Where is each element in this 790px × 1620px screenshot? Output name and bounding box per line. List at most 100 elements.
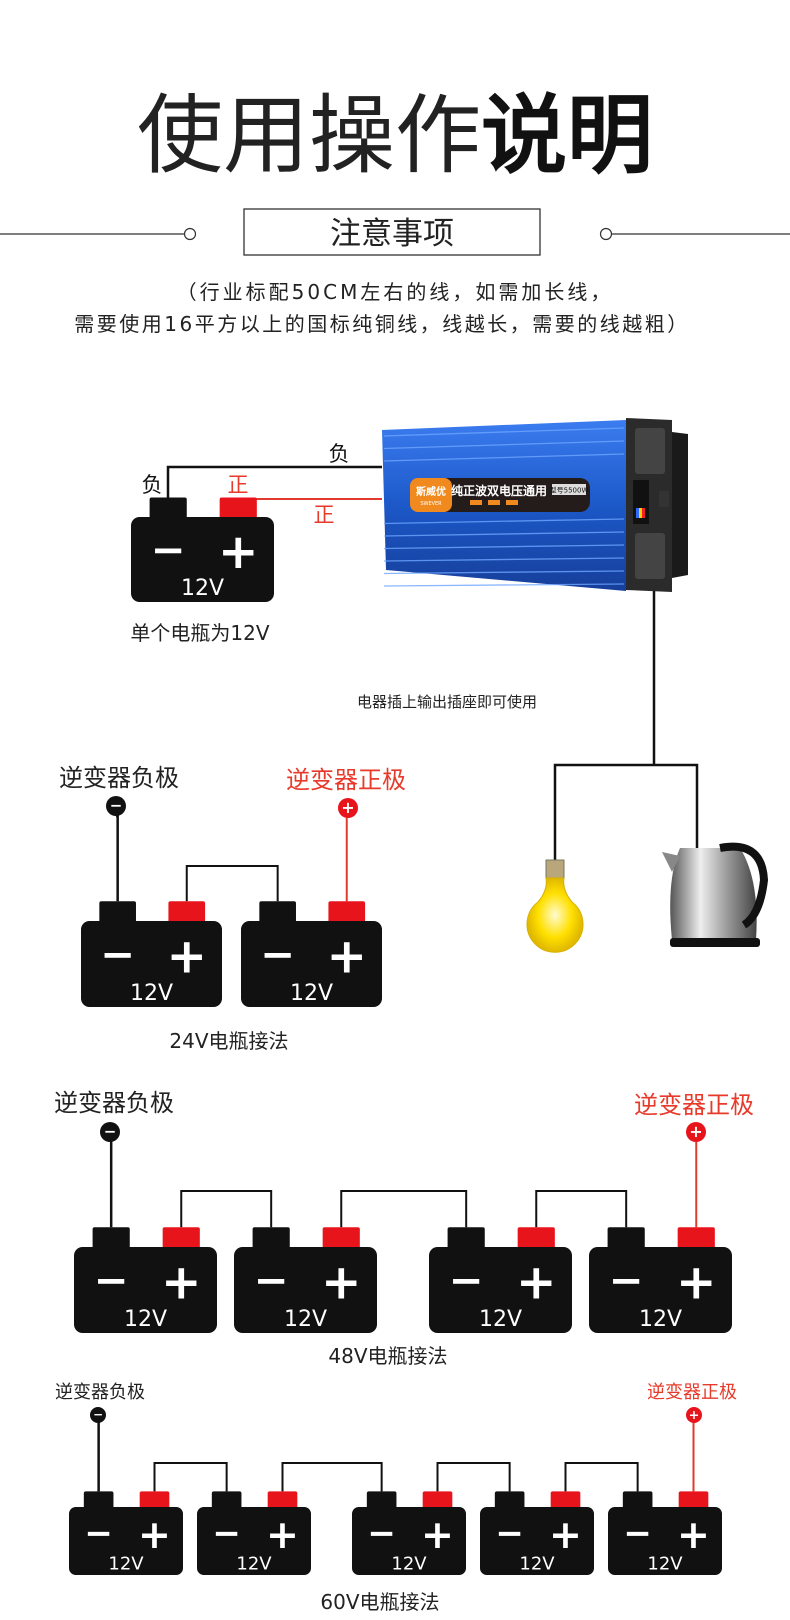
positive-terminal: [677, 1227, 715, 1250]
inverter-label-panel: [410, 478, 590, 512]
single-battery-wiring: 负 正 负 正 −+12V 单个电瓶为12V: [130, 442, 382, 645]
series-caption: 48V电瓶接法: [328, 1344, 447, 1368]
negative-terminal: [92, 1227, 130, 1250]
negative-terminal: [607, 1227, 645, 1250]
minus-sign: −: [151, 525, 186, 574]
positive-connector-icon: [686, 1122, 706, 1142]
inverter: 斯威优 SWEVER 纯正波双电压通用 型号5500W: [382, 418, 688, 592]
positive-wire-label: 正: [314, 503, 335, 527]
plus-sign: +: [161, 1255, 202, 1311]
wires: [109, 1140, 698, 1228]
battery: −+12V: [589, 1227, 732, 1333]
positive-connector-icon: [686, 1407, 702, 1423]
output-note: 电器插上输出插座即可使用: [357, 693, 537, 711]
section-divider: 注意事项: [0, 208, 790, 256]
positive-terminal: [517, 1227, 555, 1250]
power-switch: [659, 491, 669, 507]
battery-body: [234, 1247, 377, 1333]
negative-symbol: −: [110, 797, 123, 815]
minus-sign: −: [449, 1255, 484, 1304]
plus-sign: +: [218, 524, 259, 580]
wires: [116, 814, 348, 902]
negative-terminal: [149, 497, 187, 520]
battery: −+12V: [429, 1227, 572, 1333]
positive-terminal: [678, 1491, 709, 1510]
negative-lead: [109, 1140, 113, 1228]
battery-voltage: 12V: [639, 1307, 682, 1332]
series-caption: 24V电瓶接法: [169, 1029, 288, 1053]
negative-wire-label: 负: [329, 442, 350, 466]
minus-sign: −: [94, 1255, 129, 1304]
battery-voltage: 12V: [391, 1554, 427, 1575]
battery: −+12V: [352, 1491, 466, 1575]
negative-connector-icon: [100, 1122, 120, 1142]
negative-symbol: −: [104, 1123, 117, 1141]
inverter-positive-label: 逆变器正极: [634, 1091, 754, 1119]
battery-voltage: 12V: [519, 1554, 555, 1575]
series-link-wire: [436, 1462, 511, 1492]
light-bulb-icon: [526, 859, 584, 953]
inverter-negative-label: 逆变器负极: [55, 1382, 145, 1403]
battery-body: [69, 1507, 183, 1575]
positive-symbol: +: [689, 1408, 700, 1423]
minus-sign: −: [84, 1513, 113, 1553]
minus-sign: −: [260, 929, 295, 978]
ac-socket-top: [635, 428, 665, 474]
negative-terminal: [211, 1491, 242, 1510]
battery-body: [480, 1507, 594, 1575]
battery: −+12V: [131, 497, 274, 602]
battery-body: [74, 1247, 217, 1333]
series-48v: −+12V−+12V−+12V−+12V−+逆变器负极逆变器正极48V电瓶接法: [54, 1089, 754, 1368]
note-line-1: （行业标配50CM左右的线，如需加长线，: [177, 280, 614, 304]
positive-terminal: [219, 497, 257, 520]
negative-terminal: [252, 1227, 290, 1250]
series-link-wire: [535, 1190, 628, 1228]
plus-sign: +: [549, 1512, 582, 1558]
battery-body: [352, 1507, 466, 1575]
battery-body: [429, 1247, 572, 1333]
minus-sign: −: [495, 1513, 524, 1553]
minus-sign: −: [100, 929, 135, 978]
battery-body: [589, 1247, 732, 1333]
battery-voltage: 12V: [647, 1554, 683, 1575]
plus-sign: +: [321, 1255, 362, 1311]
battery-body: [81, 921, 222, 1007]
single-caption: 单个电瓶为12V: [130, 621, 269, 645]
plus-sign: +: [138, 1512, 171, 1558]
negative-terminal: [83, 1491, 114, 1510]
series-link-wire: [153, 1462, 228, 1492]
battery: −+12V: [241, 901, 382, 1007]
negative-symbol: −: [93, 1408, 103, 1422]
note-line-2: 需要使用16平方以上的国标纯铜线，线越长，需要的线越粗）: [74, 312, 689, 336]
positive-terminal: [267, 1491, 298, 1510]
positive-label: 正: [228, 473, 249, 497]
brand-en: SWEVER: [420, 501, 442, 507]
battery: −+12V: [69, 1491, 183, 1575]
battery-voltage: 12V: [181, 576, 224, 601]
ac-socket-bottom: [635, 533, 665, 579]
negative-lead: [116, 814, 119, 902]
series-60v: −+12V−+12V−+12V−+12V−+12V−+逆变器负极逆变器正极60V…: [55, 1382, 737, 1614]
title-light: 使用操作: [137, 86, 481, 186]
battery-body: [608, 1507, 722, 1575]
positive-terminal: [139, 1491, 170, 1510]
negative-connector-icon: [90, 1407, 106, 1423]
negative-label: 负: [142, 473, 163, 497]
battery: −+12V: [234, 1227, 377, 1333]
inverter-positive-label: 逆变器正极: [286, 766, 406, 794]
battery: −+12V: [480, 1491, 594, 1575]
brand-name: 斯威优: [416, 485, 446, 498]
series-link-wire: [180, 1190, 273, 1228]
battery-body: [131, 517, 274, 602]
battery-voltage: 12V: [130, 981, 173, 1006]
battery: −+12V: [608, 1491, 722, 1575]
series-link-wire: [281, 1462, 383, 1492]
page-title: 使用操作说明: [137, 86, 653, 186]
series-caption: 60V电瓶接法: [320, 1590, 439, 1614]
positive-terminal: [162, 1227, 200, 1250]
series-link-wire: [340, 1190, 468, 1228]
inverter-negative-label: 逆变器负极: [54, 1089, 174, 1117]
battery: −+12V: [197, 1491, 311, 1575]
battery-body: [241, 921, 382, 1007]
positive-symbol: +: [689, 1122, 702, 1141]
